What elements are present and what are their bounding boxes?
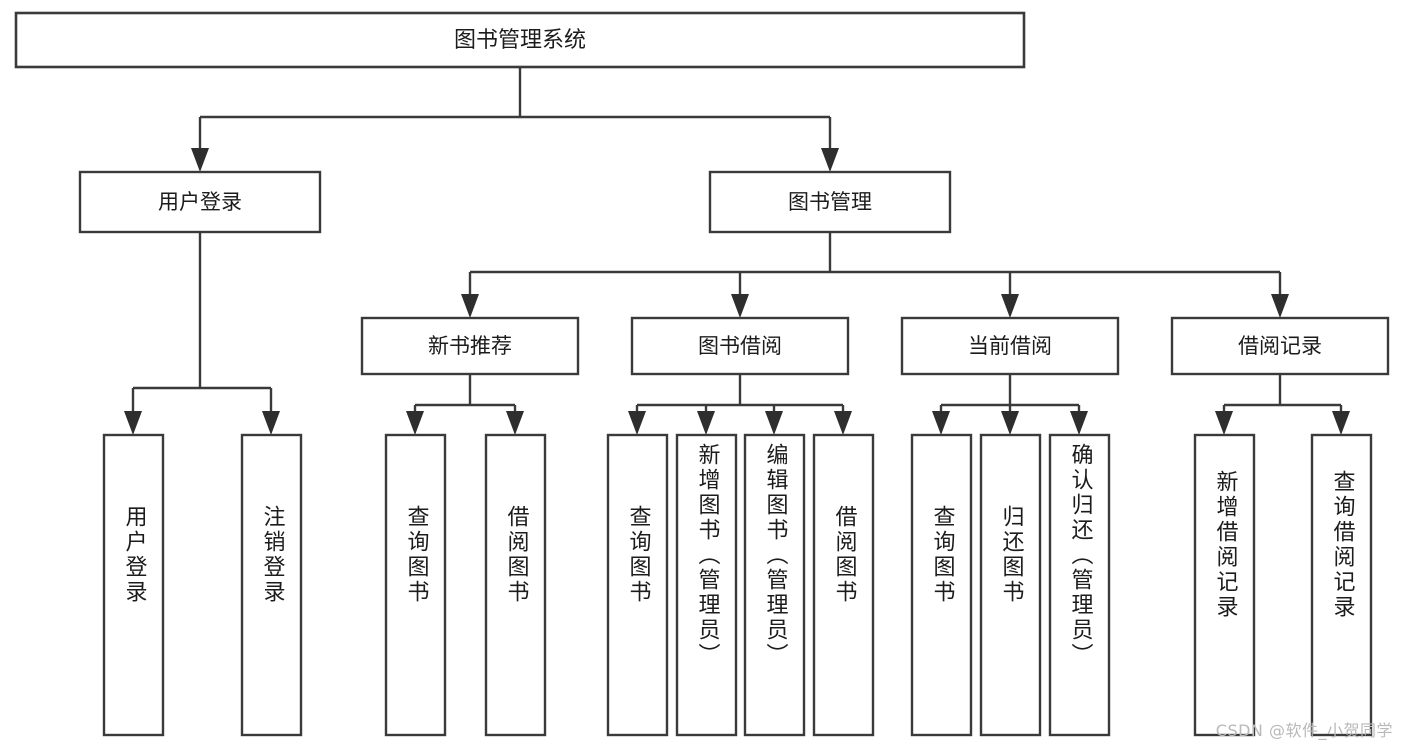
leaf-box[interactable] — [910, 433, 973, 737]
root-box — [14, 11, 1026, 69]
connector-new-book-recommend-to-leaves — [406, 374, 524, 435]
leaf-box[interactable] — [743, 433, 806, 737]
arrow-head-icon — [932, 411, 950, 435]
arrow-head-icon — [697, 411, 715, 435]
connector-book-management-to-level3 — [461, 232, 1289, 318]
connector-root-to-level2 — [191, 67, 839, 172]
leaf-box[interactable] — [1310, 433, 1373, 737]
arrow-head-icon — [834, 411, 852, 435]
connector-current-borrow-to-leaves — [932, 374, 1088, 435]
leaf-box[interactable] — [1193, 433, 1256, 737]
arrow-head-icon — [1271, 294, 1289, 318]
leaf-boxes-group — [102, 433, 1373, 737]
arrow-head-icon — [765, 411, 783, 435]
level3-label: 借阅记录 — [1238, 334, 1322, 358]
arrow-head-icon — [1070, 411, 1088, 435]
node-user-login[interactable]: 用户登录 — [78, 170, 322, 234]
level2-label: 用户登录 — [158, 190, 242, 214]
leaf-box[interactable] — [240, 433, 303, 737]
connector-borrow-record-to-leaves — [1215, 374, 1350, 435]
csdn-watermark: CSDN @软件_小贺同学 — [1215, 721, 1393, 740]
level3-label: 新书推荐 — [428, 334, 512, 358]
arrow-head-icon — [1001, 411, 1019, 435]
leaf-box[interactable] — [1048, 433, 1111, 737]
leaf-box[interactable] — [979, 433, 1042, 737]
arrow-head-icon — [628, 411, 646, 435]
root-label: 图书管理系统 — [454, 28, 586, 53]
node-current-borrow[interactable]: 当前借阅 — [900, 316, 1120, 376]
connector-book-borrow-to-leaves — [628, 374, 852, 435]
arrow-head-icon — [1215, 411, 1233, 435]
leaf-box[interactable] — [484, 433, 547, 737]
arrow-head-icon — [506, 411, 524, 435]
node-book-management[interactable]: 图书管理 — [708, 170, 952, 234]
arrow-head-icon — [406, 411, 424, 435]
leaf-box[interactable] — [812, 433, 875, 737]
level2-box — [78, 170, 322, 234]
level3-label: 图书借阅 — [698, 334, 782, 358]
level3-label: 当前借阅 — [968, 334, 1052, 358]
level2-label: 图书管理 — [788, 190, 872, 214]
leaf-box[interactable] — [606, 433, 669, 737]
leaf-box[interactable] — [384, 433, 447, 737]
arrow-head-icon — [1332, 411, 1350, 435]
arrow-head-icon — [262, 411, 280, 435]
arrow-head-icon — [1001, 294, 1019, 318]
arrow-head-icon — [731, 294, 749, 318]
leaf-box[interactable] — [675, 433, 738, 737]
node-root[interactable]: 图书管理系统 — [14, 11, 1026, 69]
arrow-head-icon — [124, 411, 142, 435]
arrow-head-icon — [821, 148, 839, 172]
node-new-book-recommend[interactable]: 新书推荐 — [360, 316, 580, 376]
arrow-head-icon — [461, 294, 479, 318]
arrow-head-icon — [191, 148, 209, 172]
connector-user-login-to-leaves — [124, 232, 280, 435]
leaf-box[interactable] — [102, 433, 165, 737]
level3-box — [360, 316, 580, 376]
node-book-borrow[interactable]: 图书借阅 — [630, 316, 850, 376]
node-borrow-record[interactable]: 借阅记录 — [1170, 316, 1390, 376]
level3-box — [900, 316, 1120, 376]
